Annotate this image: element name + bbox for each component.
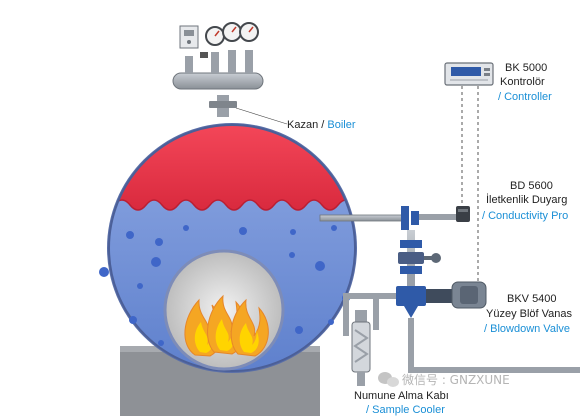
svg-text:/ Controller: / Controller (498, 91, 552, 103)
svg-text:Kontrolör: Kontrolör (500, 76, 545, 88)
svg-text:BKV 5400: BKV 5400 (507, 293, 557, 305)
pressure-gauge-icon (222, 22, 242, 42)
controller-display-icon (444, 62, 494, 86)
blowdown-valve (396, 281, 487, 318)
pressure-gauge-icon (205, 26, 225, 46)
label-conductivity-probe: BD 5600 İletkenlik Duyarg / Conductivity… (482, 180, 568, 222)
steam-header (172, 50, 264, 117)
wechat-icon (378, 372, 399, 387)
svg-text:BD 5600: BD 5600 (510, 180, 553, 192)
pressure-switch (179, 25, 199, 49)
svg-text:/ Sample Cooler: / Sample Cooler (366, 404, 445, 416)
svg-text:BK 5000: BK 5000 (505, 62, 547, 74)
label-controller: BK 5000 Kontrolör / Controller (498, 62, 552, 103)
label-boiler: Kazan / Boiler (287, 119, 356, 131)
watermark: 微信号 : GNZXUNE (378, 372, 510, 387)
svg-text:微信号 : GNZXUNE: 微信号 : GNZXUNE (402, 373, 510, 387)
svg-text:Kazan / Boiler: Kazan / Boiler (287, 119, 356, 131)
signal-cables (461, 86, 479, 290)
svg-text:Numune Alma Kabı: Numune Alma Kabı (354, 390, 449, 402)
conductivity-probe (319, 206, 470, 230)
furnace (163, 249, 285, 371)
svg-text:Yüzey Blöf Vanas: Yüzey Blöf Vanas (486, 308, 573, 320)
leader-line (235, 107, 288, 125)
svg-text:/ Conductivity Pro: / Conductivity Pro (482, 210, 568, 222)
svg-text:İletkenlik Duyarg: İletkenlik Duyarg (486, 193, 567, 206)
svg-text:/ Blowdown Valve: / Blowdown Valve (484, 323, 570, 335)
label-blowdown-valve: BKV 5400 Yüzey Blöf Vanas / Blowdown Val… (484, 293, 573, 335)
outlet-pipes (343, 293, 580, 373)
blowdown-piping (398, 230, 441, 290)
label-sample-cooler: Numune Alma Kabı / Sample Cooler (354, 390, 449, 416)
sample-cooler (351, 310, 371, 386)
pressure-gauge-icon (239, 22, 259, 42)
